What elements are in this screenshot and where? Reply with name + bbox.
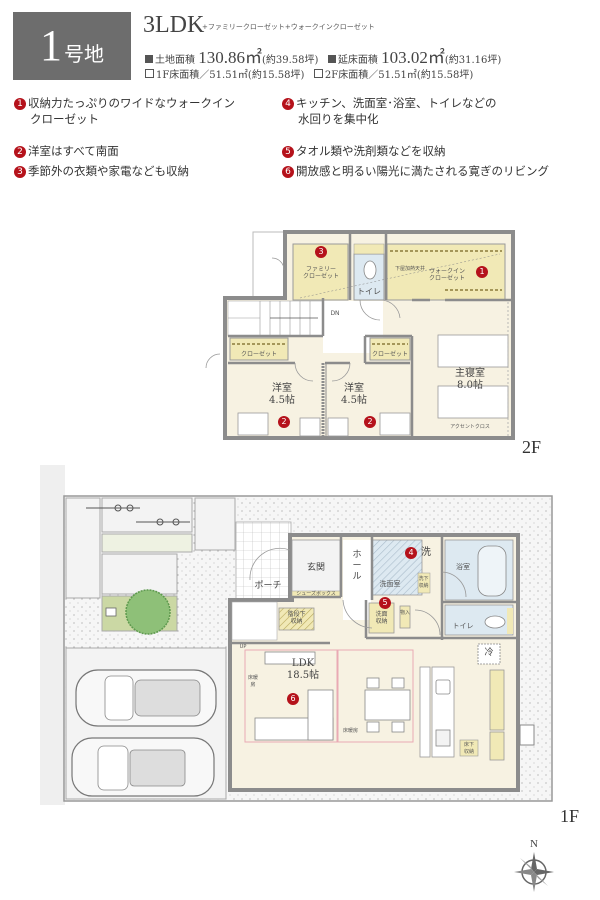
closet-small-label: 物入 bbox=[400, 610, 411, 616]
plan-extras: +ファミリークローゼット+ウォークインクローゼット bbox=[202, 23, 375, 31]
badge-6: 6 bbox=[287, 693, 299, 705]
porch-label: ポーチ bbox=[254, 581, 282, 591]
walkin-closet-label: ウォークイン クローゼット bbox=[428, 268, 465, 282]
wash-short-label: 洗 bbox=[421, 547, 431, 558]
toilet-label: トイレ bbox=[357, 287, 381, 296]
stairs-dn-label: DN bbox=[330, 310, 340, 317]
closet-left-label: クローゼット bbox=[240, 351, 277, 358]
floor-plan-1f-drawing bbox=[40, 465, 553, 805]
land-area-tsubo: (約39.58坪) bbox=[261, 55, 319, 66]
bathroom-label: 浴室 bbox=[456, 563, 470, 571]
badge-icon: 3 bbox=[14, 166, 26, 178]
feature-text: クローゼット bbox=[30, 112, 99, 126]
washroom-label: 洗面室 bbox=[379, 580, 401, 588]
compass-north-label: N bbox=[530, 838, 538, 850]
badge-3: 3 bbox=[315, 246, 327, 258]
ldk-label: LDK 18.5帖 bbox=[286, 658, 320, 681]
filled-square-icon bbox=[145, 55, 153, 63]
feature-text: 水回りを集中化 bbox=[298, 112, 379, 126]
floor-heating-label-2: 床暖房 bbox=[342, 728, 358, 734]
accent-cloth-label: アクセントクロス bbox=[450, 424, 490, 430]
closet-right-label: クローゼット bbox=[371, 351, 408, 358]
feature-text: 洋室はすべて南面 bbox=[28, 144, 119, 158]
land-area-value: 130.86㎡ bbox=[198, 48, 262, 67]
badge-icon: 6 bbox=[282, 166, 294, 178]
floor-plan-1f: 4 5 6 ポーチ 玄関 シューズボックス ホール 洗 洗面室 浴室 トイレ 階… bbox=[0, 460, 600, 805]
compass-rose-icon bbox=[514, 852, 554, 892]
floor-heating-label-1: 床暖房 bbox=[248, 675, 259, 688]
total-floor-label: 延床面積 bbox=[337, 55, 378, 66]
badge-icon: 5 bbox=[282, 146, 294, 158]
total-floor-tsubo: (約31.16坪) bbox=[444, 55, 502, 66]
hall-label: ホール bbox=[352, 550, 362, 582]
feature-text: 開放感と明るい陽光に満たされる寛ぎのリビング bbox=[296, 164, 549, 178]
master-bedroom-label: 主寝室 8.0帖 bbox=[455, 368, 485, 391]
badge-icon: 4 bbox=[282, 98, 294, 110]
western-room-2-label: 洋室 4.5帖 bbox=[341, 383, 367, 406]
floor-label-1f: 1F bbox=[560, 806, 580, 826]
linen-storage-label: 洗下 収納 bbox=[418, 576, 429, 589]
badge-icon: 1 bbox=[14, 98, 26, 110]
plan-type: 3LDK bbox=[143, 12, 205, 38]
toilet-1f-label: トイレ bbox=[452, 622, 474, 630]
fridge-label: 冷 bbox=[484, 648, 494, 658]
floor1-area: 1F床面積／51.51㎡(約15.58坪) bbox=[156, 70, 305, 81]
total-floor-value: 103.02㎡ bbox=[381, 48, 445, 67]
western-room-1-label: 洋室 4.5帖 bbox=[269, 383, 295, 406]
entrance-label: 玄関 bbox=[306, 563, 325, 573]
area-row-floors: 1F床面積／51.51㎡(約15.58坪) 2F床面積／51.51㎡(約15.5… bbox=[145, 66, 473, 81]
lot-suffix: 号地 bbox=[64, 41, 104, 66]
area-row-main: 土地面積 130.86㎡(約39.58坪) 延床面積 103.02㎡(約31.1… bbox=[145, 43, 501, 68]
feature-text: キッチン、洗面室･浴室、トイレなどの bbox=[296, 96, 497, 110]
badge-2a: 2 bbox=[278, 416, 290, 428]
lot-number-box: 1 号地 bbox=[13, 12, 131, 80]
floor-plan-2f: 3 1 2 2 ファミリー クローゼット トイレ 下屋加熱天井 ウォークイン ク… bbox=[200, 218, 530, 443]
stairs-up-label: UP bbox=[239, 644, 247, 650]
wash-storage-label: 洗面 収納 bbox=[375, 611, 388, 625]
feature-text: タオル類や洗剤類などを収納 bbox=[296, 144, 446, 158]
compass: N bbox=[512, 838, 556, 898]
floor-label-2f: 2F bbox=[522, 437, 542, 457]
feature-text: 収納力たっぷりのワイドなウォークイン bbox=[28, 96, 235, 110]
feature-text: 季節外の衣類や家電なども収納 bbox=[28, 164, 189, 178]
family-closet-label: ファミリー クローゼット bbox=[302, 266, 339, 280]
empty-square-icon bbox=[145, 69, 154, 78]
attic-storage-label: 下屋加熱天井 bbox=[394, 266, 425, 272]
badge-icon: 2 bbox=[14, 146, 26, 158]
floor2-area: 2F床面積／51.51㎡(約15.58坪) bbox=[324, 70, 474, 81]
empty-square-icon bbox=[313, 69, 323, 78]
kitchen-storage-label: 床下 収納 bbox=[463, 742, 474, 755]
badge-1: 1 bbox=[476, 266, 488, 278]
under-stair-storage-label: 階段下 収納 bbox=[287, 611, 306, 625]
badge-4: 4 bbox=[405, 547, 417, 559]
badge-5: 5 bbox=[379, 597, 391, 609]
badge-2b: 2 bbox=[364, 416, 376, 428]
floor-plan-2f-drawing bbox=[205, 230, 515, 440]
lot-number: 1 bbox=[40, 21, 62, 70]
land-area-label: 土地面積 bbox=[155, 55, 195, 66]
shoe-box-label: シューズボックス bbox=[296, 591, 336, 597]
filled-square-icon bbox=[327, 55, 336, 63]
